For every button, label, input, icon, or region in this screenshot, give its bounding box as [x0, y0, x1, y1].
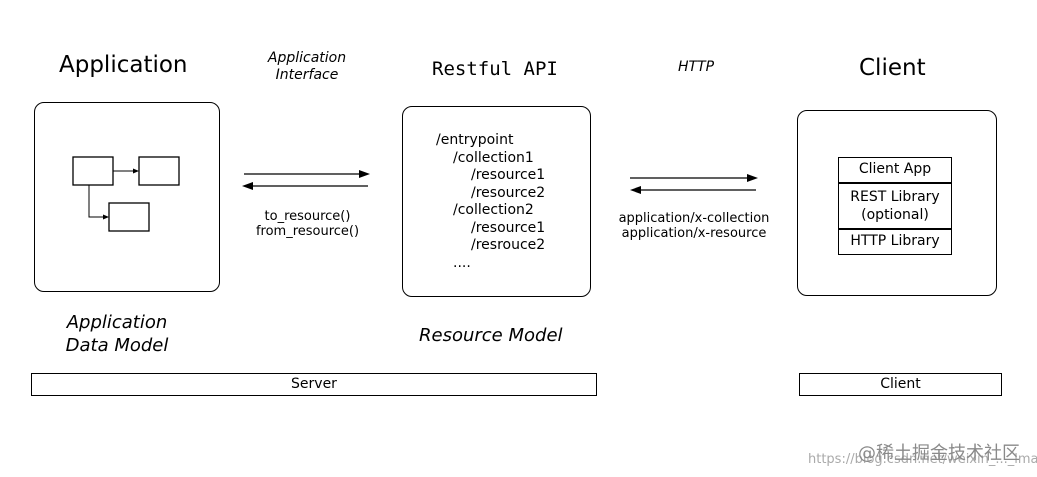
tree-ellipsis: .... [453, 254, 471, 271]
tree-collection2: /collection2 [453, 202, 534, 218]
caption-line-2: Data Model [65, 335, 169, 356]
application-data-model-caption: Application Data Model [42, 311, 192, 357]
http-arrows [630, 174, 758, 194]
application-box [34, 102, 220, 292]
interface-methods: to_resource() from_resource() [240, 209, 375, 239]
mime-collection: application/x-collection [618, 211, 770, 226]
mime-resource: application/x-resource [621, 226, 767, 241]
method-from-resource: from_resource() [255, 224, 360, 239]
watermark-url: https://blog.csdn.net/weixin_..._lmans [808, 452, 1037, 467]
watermark-brand: @稀土掘金技术社区 [858, 443, 1020, 464]
http-mime-types: application/x-collection application/x-r… [614, 211, 774, 241]
tree-collection1-resource2: /resource2 [471, 184, 546, 201]
model-node-2 [137, 155, 180, 186]
http-label: HTTP [678, 59, 715, 75]
rest-library-optional: (optional) [861, 207, 929, 223]
rest-library-layer: REST Library (optional) [838, 183, 952, 229]
restful-api-title: Restful API [432, 58, 558, 80]
client-app-layer: Client App [838, 157, 952, 183]
tree-collection1: /collection1 [453, 149, 534, 166]
tree-collection2-resource1: /resource1 [471, 219, 546, 236]
application-title: Application [59, 52, 188, 78]
model-node-3 [107, 201, 150, 232]
client-title: Client [859, 55, 926, 81]
model-edge-2 [88, 184, 105, 217]
rest-library-label: REST Library [850, 189, 940, 205]
interface-label-line-2: Interface [275, 67, 339, 83]
restful-api-box: /entrypoint /collection1 /resource1 /res… [402, 106, 591, 297]
tree-collection2-resource2: /resrouce2 [471, 237, 546, 253]
caption-line-1: Application [66, 312, 168, 333]
server-bar: Server [31, 373, 597, 396]
model-node-1 [71, 155, 114, 186]
interface-arrows [242, 170, 370, 190]
interface-label-line-1: Application [267, 50, 347, 66]
client-box: Client App REST Library (optional) HTTP … [797, 110, 997, 296]
method-to-resource: to_resource() [264, 209, 351, 224]
resource-model-caption: Resource Model [419, 325, 563, 346]
client-bar: Client [799, 373, 1002, 396]
application-interface-label: Application Interface [252, 50, 362, 84]
resource-tree: /entrypoint /collection1 /resource1 /res… [436, 132, 545, 272]
http-library-layer: HTTP Library [838, 229, 952, 255]
tree-entrypoint: /entrypoint [436, 132, 514, 148]
application-data-model-diagram [71, 155, 180, 232]
tree-collection1-resource1: /resource1 [471, 167, 546, 183]
